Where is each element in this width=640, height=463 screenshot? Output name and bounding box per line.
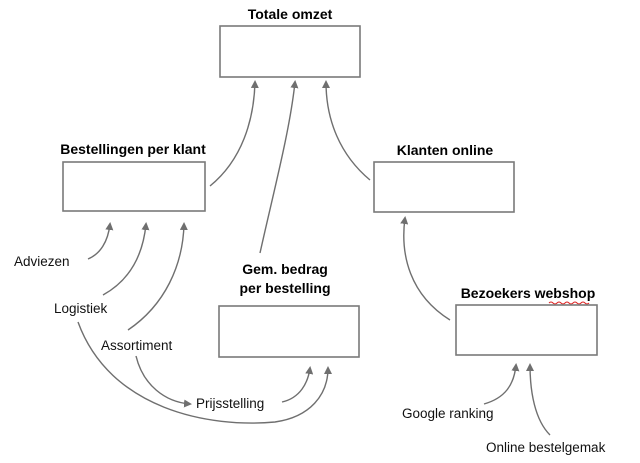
- arrow-bestellingen-to-omzet: [209, 80, 259, 187]
- arrow-assortiment-to-bestellingen: [127, 222, 188, 331]
- node-title-totale-omzet: Totale omzet: [248, 6, 333, 22]
- arrow-logistiek-to-gembedrag: [77, 321, 332, 424]
- node-klanten-online: Klanten online: [373, 142, 515, 213]
- node-title-bezoekers-webshop: Bezoekers webshop: [461, 285, 596, 301]
- arrow-google-to-bezoekers: [483, 363, 520, 405]
- arrow-assortiment-to-prijsstelling: [135, 355, 192, 408]
- arrow-bezoekers-to-klanten: [400, 216, 451, 321]
- node-gem-bedrag: Gem. bedrag per bestelling: [218, 261, 360, 358]
- node-box-klanten-online: [373, 161, 515, 213]
- factor-online-bestelgemak: Online bestelgemak: [486, 440, 606, 455]
- spellcheck-underline: [548, 301, 590, 305]
- arrow-klanten-to-omzet: [322, 80, 371, 181]
- node-bezoekers-webshop: Bezoekers webshop: [455, 285, 598, 356]
- arrow-prijsstelling-to-gembedrag: [281, 366, 314, 403]
- factor-adviezen: Adviezen: [14, 254, 70, 269]
- node-box-bezoekers-webshop: [455, 304, 598, 356]
- factor-logistiek: Logistiek: [54, 301, 108, 316]
- arrow-logistiek-to-bestellingen: [102, 222, 150, 296]
- factor-prijsstelling: Prijsstelling: [196, 396, 264, 411]
- arrow-bestelgemak-to-bezoekers: [526, 363, 551, 436]
- arrow-gembedrag-to-omzet: [259, 80, 299, 254]
- node-totale-omzet: Totale omzet: [219, 6, 361, 78]
- node-box-bestellingen-per-klant: [62, 161, 206, 212]
- node-title-bestellingen-per-klant: Bestellingen per klant: [60, 141, 206, 157]
- node-box-totale-omzet: [219, 25, 361, 78]
- factor-google-ranking: Google ranking: [402, 406, 494, 421]
- node-title-gem-bedrag-line1: Gem. bedrag: [242, 261, 328, 277]
- node-title-klanten-online: Klanten online: [397, 142, 494, 158]
- node-title-gem-bedrag-line2: per bestelling: [239, 280, 330, 296]
- arrow-adviezen-to-bestellingen: [87, 222, 114, 260]
- node-box-gem-bedrag: [218, 305, 360, 358]
- node-bestellingen-per-klant: Bestellingen per klant: [60, 141, 206, 212]
- factor-assortiment: Assortiment: [101, 338, 173, 353]
